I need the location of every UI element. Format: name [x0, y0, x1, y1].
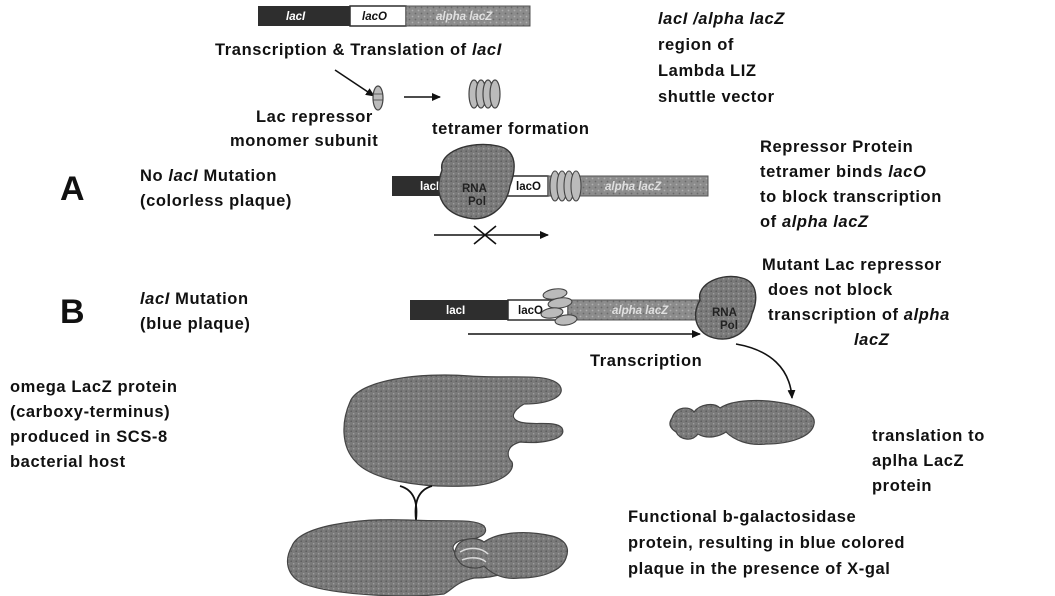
translation-note-line-1: translation to [872, 427, 985, 445]
section-b-letter: B [60, 293, 85, 331]
a-alpha-label: alpha lacZ [605, 181, 662, 193]
omega-note-line-3: produced in SCS-8 [10, 428, 168, 446]
functional-note: Functional b-galactosidase protein, resu… [628, 508, 905, 578]
vector-note: lacI /alpha lacZ region of Lambda LIZ sh… [658, 10, 785, 106]
translation-note-line-3: protein [872, 477, 932, 495]
omega-lacz-protein [344, 375, 563, 486]
a-note-line-1: Repressor Protein [760, 138, 913, 156]
top-laco-label: lacO [362, 11, 387, 23]
section-a-line-1: No lacI Mutation [140, 167, 277, 185]
omega-note-line-4: bacterial host [10, 453, 126, 471]
functional-note-line-3: plaque in the presence of X-gal [628, 560, 890, 578]
top-alpha-label: alpha lacZ [436, 11, 493, 23]
a-note-line-3: to block transcription [760, 188, 942, 206]
vector-note-line-3: Lambda LIZ [658, 62, 757, 80]
omega-note-line-2: (carboxy-terminus) [10, 403, 170, 421]
a-pol-label-2: Pol [468, 196, 486, 208]
monomer-label-line-2: monomer subunit [230, 132, 378, 150]
section-b-line-1: lacI Mutation [140, 290, 249, 308]
monomer-icon [373, 86, 383, 110]
monomer-pointer-arrow [335, 70, 374, 96]
b-note-line-4: lacZ [854, 331, 890, 349]
section-a-line-2: (colorless plaque) [140, 192, 292, 210]
section-b-note: Mutant Lac repressor does not block tran… [762, 256, 950, 349]
a-pol-label-1: RNA [462, 183, 487, 195]
translation-note-line-2: aplha LacZ [872, 452, 964, 470]
b-pol-label-1: RNA [712, 307, 737, 319]
translation-note: translation to aplha LacZ protein [872, 427, 985, 495]
merge-arrow [400, 486, 432, 520]
omega-note-line-1: omega LacZ protein [10, 378, 178, 396]
b-transcription-label: Transcription [590, 352, 702, 370]
tetramer-label: tetramer formation [432, 120, 590, 138]
functional-note-line-2: protein, resulting in blue colored [628, 534, 905, 552]
b-rna-polymerase: RNA Pol [696, 276, 756, 339]
a-repressor-tetramer [550, 171, 581, 201]
top-laci-label: lacI [286, 11, 306, 23]
b-pol-label-2: Pol [720, 320, 738, 332]
a-laci-label: lacI [420, 181, 439, 193]
a-laco-label: lacO [516, 181, 541, 193]
a-note-line-2: tetramer binds lacO [760, 163, 926, 181]
vector-note-line-2: region of [658, 36, 734, 54]
top-construct-bar: lacI lacO alpha lacZ [258, 6, 530, 26]
b-laco-label: lacO [518, 305, 543, 317]
a-note-line-4: of alpha lacZ [760, 213, 869, 231]
section-a-letter: A [60, 170, 85, 208]
omega-note: omega LacZ protein (carboxy-terminus) pr… [10, 378, 178, 471]
tetramer-icon [469, 80, 500, 108]
b-note-line-1: Mutant Lac repressor [762, 256, 942, 274]
b-transcript-curve-arrow [736, 344, 792, 398]
a-rna-polymerase: RNA Pol [439, 144, 514, 218]
functional-b-galactosidase-protein [288, 520, 568, 596]
b-note-line-3: transcription of alpha [768, 306, 950, 324]
transcription-title: Transcription & Translation of lacI [215, 41, 502, 59]
vector-note-line-1: lacI /alpha lacZ [658, 10, 785, 28]
b-alpha-label: alpha lacZ [612, 305, 669, 317]
alpha-lacz-protein [670, 401, 814, 445]
b-laci-label: lacI [446, 305, 465, 317]
monomer-label-line-1: Lac repressor [256, 108, 373, 126]
section-b-line-2: (blue plaque) [140, 315, 250, 333]
section-a-note: Repressor Protein tetramer binds lacO to… [760, 138, 942, 231]
b-note-line-2: does not block [768, 281, 893, 299]
vector-note-line-4: shuttle vector [658, 88, 775, 106]
functional-note-line-1: Functional b-galactosidase [628, 508, 856, 526]
